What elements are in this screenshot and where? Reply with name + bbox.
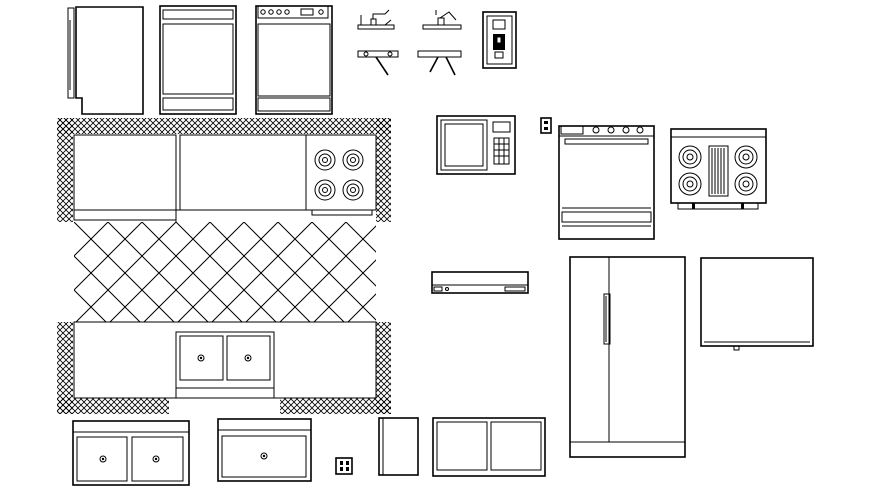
outlet-icon bbox=[540, 117, 552, 134]
kitchen-plan-icon bbox=[57, 118, 391, 414]
sink-cabinet-icon bbox=[432, 417, 546, 477]
single-sink-icon bbox=[217, 418, 312, 482]
refrigerator-side-icon bbox=[67, 6, 144, 115]
range-hood-icon bbox=[431, 271, 529, 294]
wall-oven-icon bbox=[558, 125, 655, 240]
grill-icon bbox=[708, 145, 729, 197]
double-sink-icon bbox=[72, 420, 190, 486]
keypad-icon bbox=[493, 137, 510, 165]
refrigerator-top-icon bbox=[700, 257, 814, 351]
faucet-icon bbox=[357, 9, 462, 76]
microwave-icon bbox=[436, 115, 516, 175]
trash-compactor-icon bbox=[378, 417, 419, 476]
side-by-side-refrigerator-icon bbox=[569, 256, 686, 458]
cooktop-icon bbox=[670, 128, 767, 210]
switch-plate-icon bbox=[335, 457, 353, 475]
water-dispenser-icon bbox=[482, 11, 517, 69]
dishwasher-icon bbox=[159, 5, 237, 115]
range-icon bbox=[255, 5, 333, 115]
